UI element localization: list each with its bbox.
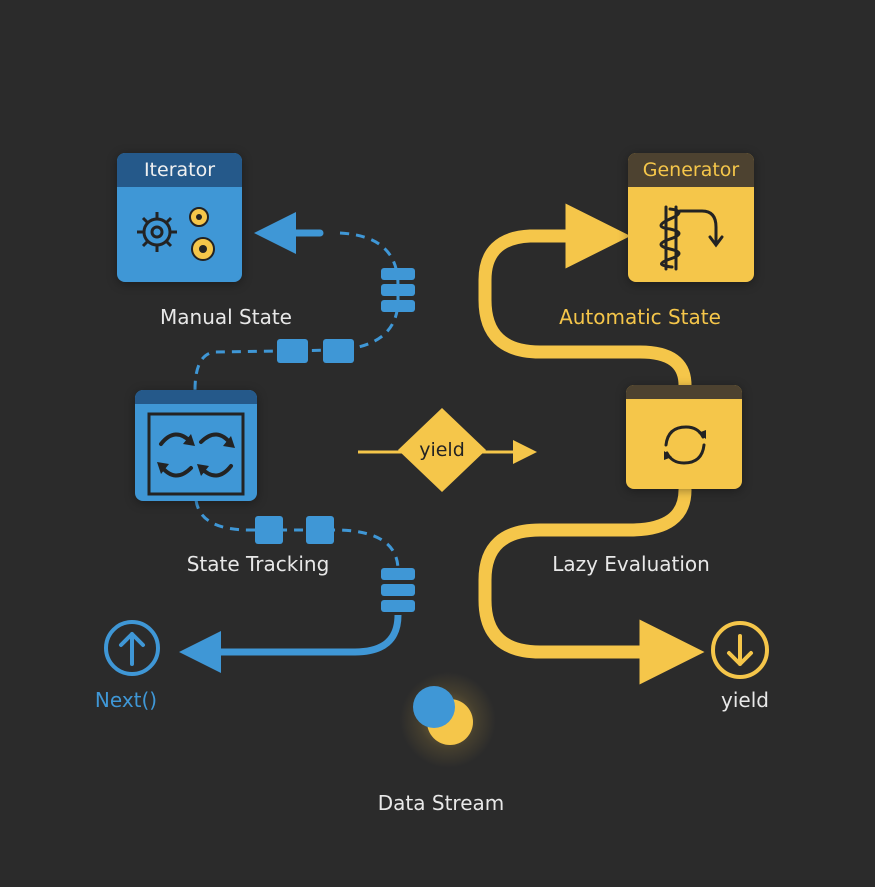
- manual-state-label: Manual State: [160, 305, 292, 329]
- yield-label: yield: [721, 688, 769, 712]
- iterator-box: Iterator: [117, 153, 242, 282]
- lazy-evaluation-box: [626, 385, 742, 489]
- state-tracking-box: [135, 390, 257, 501]
- yield-diamond-connector: [358, 408, 537, 492]
- yield-diamond-label: yield: [419, 439, 465, 461]
- state-tracking-label: State Tracking: [186, 552, 330, 576]
- generator-flow-path: [478, 203, 705, 685]
- next-label: Next(): [94, 688, 158, 712]
- arrow-up-icon: [104, 620, 160, 676]
- data-stream-label: Data Stream: [377, 791, 505, 815]
- state-to-next-arrow: [179, 499, 415, 673]
- gears-icon: [117, 187, 242, 282]
- overlapping-circles-icon: [400, 672, 496, 768]
- iterator-title: Iterator: [117, 153, 242, 187]
- cycle-arrows-icon: [135, 404, 257, 501]
- arrow-down-icon: [711, 621, 769, 679]
- lazy-evaluation-label: Lazy Evaluation: [552, 552, 710, 576]
- generator-box: Generator: [628, 153, 754, 282]
- refresh-icon: [626, 399, 742, 489]
- automatic-state-label: Automatic State: [559, 305, 721, 329]
- spring-arrow-icon: [628, 187, 754, 282]
- generator-title: Generator: [628, 153, 754, 187]
- iterator-return-arrow: [193, 212, 415, 391]
